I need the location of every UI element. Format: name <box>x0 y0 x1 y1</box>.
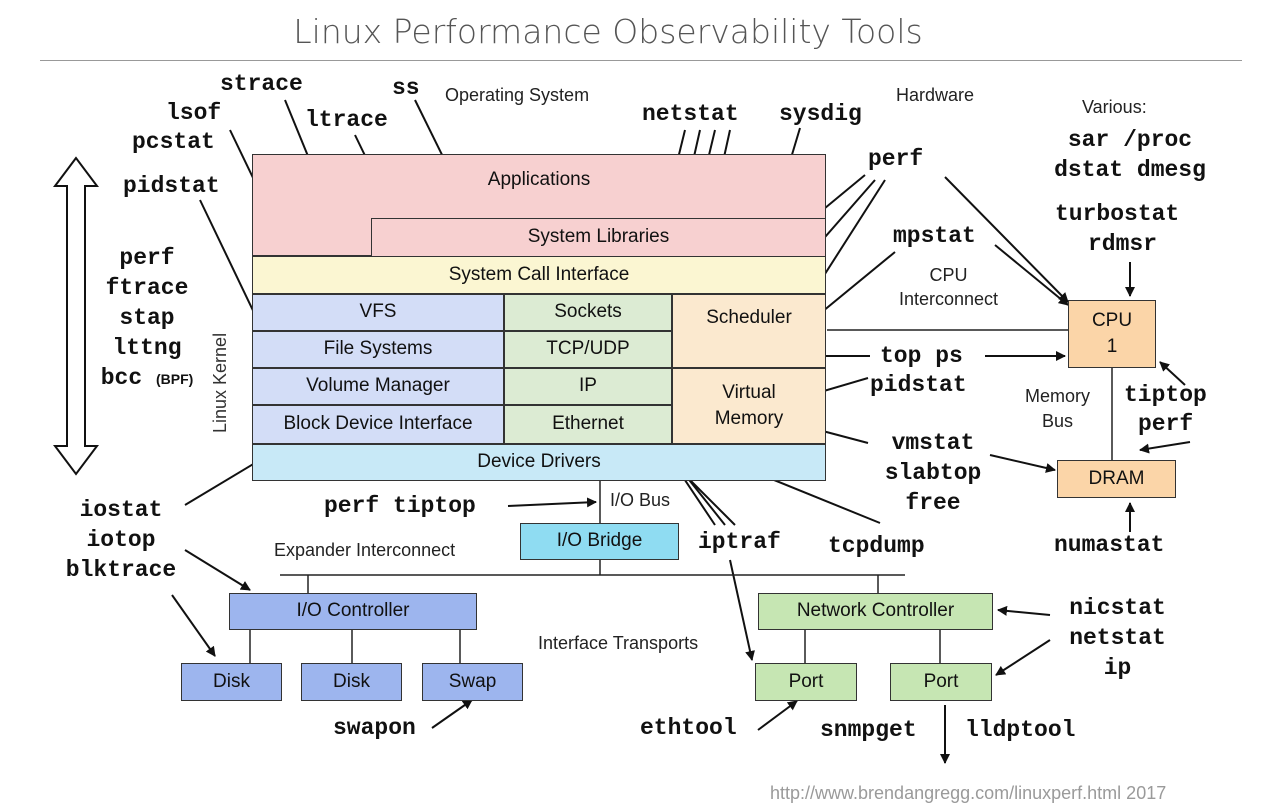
footer-url: http://www.brendangregg.com/linuxperf.ht… <box>770 783 1167 803</box>
kernel-scope-arrow <box>53 156 99 476</box>
disk-box-2: Disk <box>301 663 402 701</box>
tool-mpstat: mpstat <box>893 223 976 249</box>
tool-perf-tiptop: perf tiptop <box>324 493 476 519</box>
tool-swapon: swapon <box>333 715 416 741</box>
tool-io-group: iostat iotop blktrace <box>65 497 177 583</box>
port-box-2: Port <box>890 663 992 701</box>
operating-system-label: Operating System <box>445 85 590 105</box>
tool-tiptop: tiptop <box>1124 382 1207 408</box>
tool-net-group: nicstat netstat ip <box>1069 595 1166 681</box>
tool-strace: strace <box>220 71 303 97</box>
tool-netstat: netstat <box>642 101 739 127</box>
arrow-iptraf-port <box>729 559 755 661</box>
arrow-mpstat-cpu <box>994 244 1069 306</box>
dram-box: DRAM <box>1057 460 1176 498</box>
arrow-blktrace <box>171 594 216 657</box>
ethernet-box: Ethernet <box>504 405 672 444</box>
tool-tcpdump: tcpdump <box>828 533 925 559</box>
system-call-interface-box: System Call Interface <box>252 256 826 294</box>
tool-rdmsr: rdmsr <box>1088 231 1158 257</box>
tool-ss: ss <box>392 75 420 101</box>
tool-perf-hw: perf <box>1138 411 1194 437</box>
tool-pcstat: pcstat <box>132 129 215 155</box>
tool-various: sar /proc dstat dmesg <box>1054 127 1206 183</box>
sockets-box: Sockets <box>504 294 672 331</box>
file-systems-box: File Systems <box>252 331 504 368</box>
io-bus-label: I/O Bus <box>610 490 671 510</box>
device-drivers-box: Device Drivers <box>252 444 826 481</box>
interface-transports-label: Interface Transports <box>538 633 699 653</box>
arrow-perf-dram <box>1139 441 1191 454</box>
arrow-tiptop-cpu <box>1159 361 1186 386</box>
arrow-swapon <box>431 699 473 729</box>
arrow-perf-cpu <box>944 176 1069 303</box>
vfs-box: VFS <box>252 294 504 331</box>
io-bridge-box: I/O Bridge <box>520 523 679 560</box>
tool-pidstat: pidstat <box>123 173 220 199</box>
tool-lsof: lsof <box>166 100 222 126</box>
tool-sysdig: sysdig <box>779 101 862 127</box>
network-controller-box: Network Controller <box>758 593 993 630</box>
hardware-label: Hardware <box>896 85 975 105</box>
disk-box-1: Disk <box>181 663 282 701</box>
arrow-vmstat-dram <box>989 454 1056 473</box>
arrow-iotop <box>184 549 251 591</box>
tool-iptraf: iptraf <box>698 529 781 555</box>
block-device-interface-box: Block Device Interface <box>252 405 504 444</box>
io-controller-box: I/O Controller <box>229 593 477 630</box>
tool-ethtool: ethtool <box>640 715 737 741</box>
expander-interconnect-label: Expander Interconnect <box>274 540 456 560</box>
tool-lldptool: lldptool <box>965 717 1076 743</box>
tool-ltrace: ltrace <box>305 107 388 133</box>
tool-vmstat-group: vmstat slabtop free <box>884 430 982 516</box>
tool-left-stack: perf ftrace stap lttng bcc (BPF) <box>100 245 194 391</box>
arrow-ip <box>995 639 1051 676</box>
tool-top-ps: top ps <box>880 343 963 369</box>
ip-box: IP <box>504 368 672 405</box>
tool-pidstat-vm: pidstat <box>870 372 967 398</box>
port-box-1: Port <box>755 663 857 701</box>
swap-box: Swap <box>422 663 523 701</box>
tool-numastat: numastat <box>1054 532 1165 558</box>
arrow-nicstat <box>997 605 1051 616</box>
tool-turbostat: turbostat <box>1055 201 1180 227</box>
tool-perf: perf <box>868 146 924 172</box>
title-divider <box>40 60 1242 61</box>
various-label: Various: <box>1082 97 1147 117</box>
scheduler-box: Scheduler <box>672 294 826 368</box>
tcp-udp-box: TCP/UDP <box>504 331 672 368</box>
page-title: Linux Performance Observability Tools <box>293 12 923 51</box>
linux-kernel-label: Linux Kernel <box>210 332 230 433</box>
arrow-perf-tiptop <box>507 497 597 508</box>
system-libraries-box: System Libraries <box>371 218 826 256</box>
arrow-ethtool <box>757 700 798 731</box>
volume-manager-box: Volume Manager <box>252 368 504 405</box>
tool-snmpget: snmpget <box>820 717 917 743</box>
